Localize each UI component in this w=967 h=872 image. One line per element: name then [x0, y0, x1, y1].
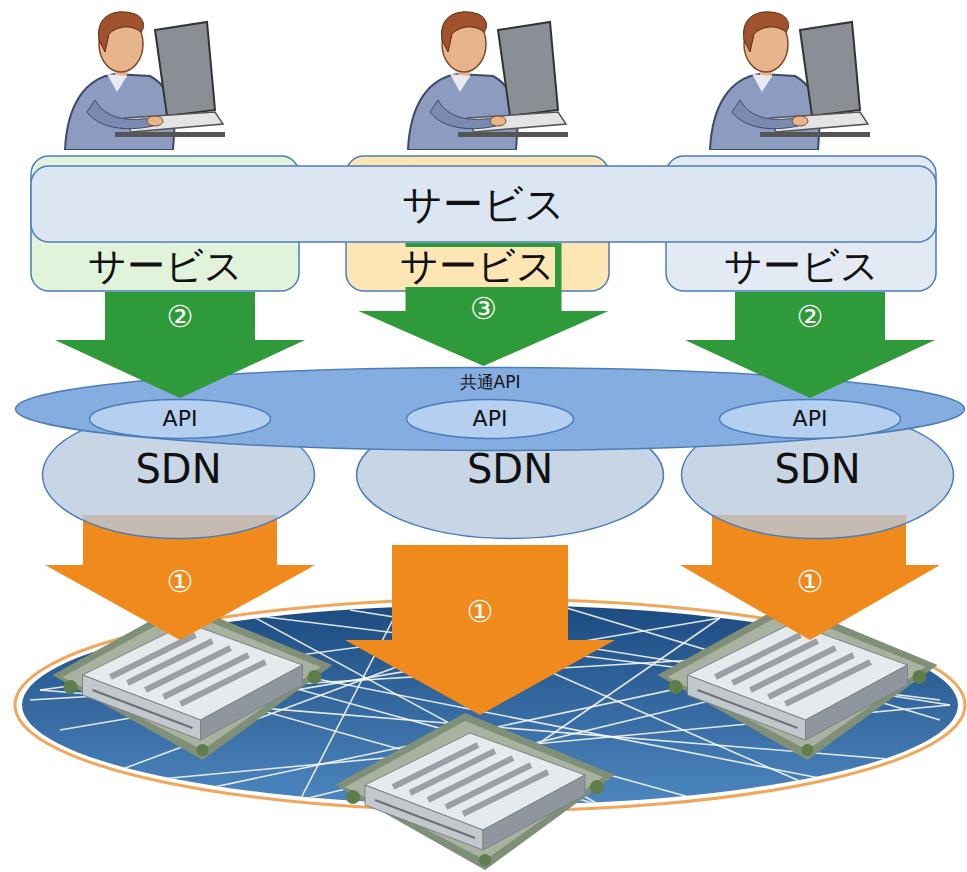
- node-text: サービス: [88, 247, 243, 287]
- block-arrow: [55, 292, 305, 398]
- node-text: SDN: [467, 448, 553, 490]
- node-text: API: [793, 407, 828, 430]
- callout-number: ①: [164, 565, 197, 599]
- data-center: [335, 713, 615, 870]
- node-text: SDN: [135, 448, 221, 490]
- node-text: API: [163, 407, 198, 430]
- block-arrow: [359, 243, 609, 366]
- user-figure: [710, 12, 870, 150]
- edge-label: ③: [467, 292, 500, 326]
- edge-label: ②: [164, 300, 197, 334]
- service-band-shape: [31, 166, 936, 242]
- api-ellipse-shape: [90, 400, 271, 439]
- node-text: サービス: [724, 247, 879, 287]
- node-text: API: [473, 407, 508, 430]
- api-ellipse-shape: [720, 400, 901, 439]
- api-ellipse: API: [405, 398, 575, 440]
- user-figure: [65, 12, 225, 150]
- block-arrow: [685, 292, 935, 398]
- node-text: サービス: [402, 183, 565, 225]
- api-ellipse: API: [88, 398, 272, 440]
- callout-number: ①: [464, 595, 497, 629]
- callout-number: ①: [794, 565, 827, 599]
- api-ellipse: API: [718, 398, 902, 440]
- api-ellipse-shape: [407, 400, 574, 439]
- user-figure: [408, 12, 568, 150]
- node-text: 共通API: [460, 374, 521, 392]
- node-text: サービス: [400, 247, 555, 287]
- control-arrow: [345, 545, 615, 715]
- edge-label: ②: [794, 300, 827, 334]
- service-band: サービス: [30, 165, 937, 243]
- node-text: SDN: [774, 448, 860, 490]
